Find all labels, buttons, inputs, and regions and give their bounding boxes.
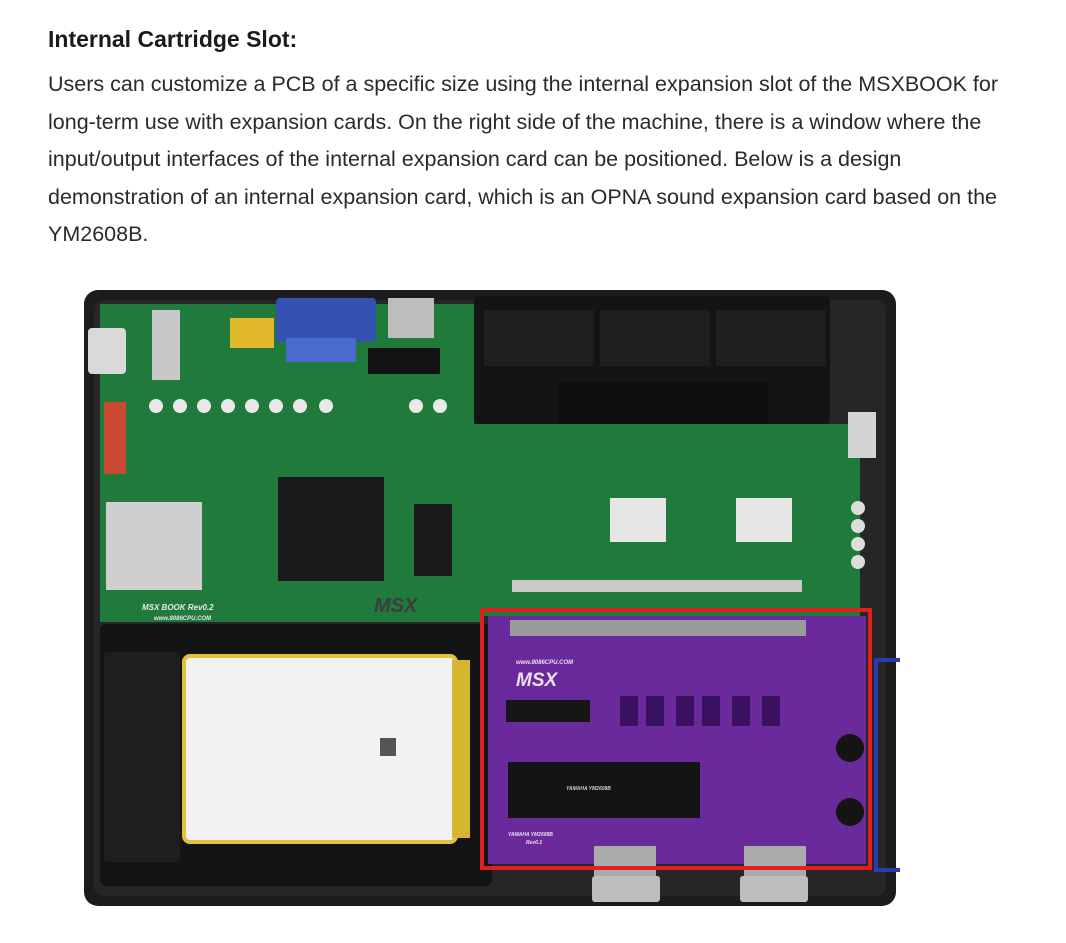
card-logo: MSX — [516, 670, 559, 691]
card-rev: Rev0.1 — [526, 840, 542, 846]
article: Internal Cartridge Slot: Users can custo… — [48, 22, 1038, 254]
io-window-highlight-box — [874, 658, 900, 872]
chip-label: YAMAHA YM2608B — [566, 786, 611, 792]
mainboard: MSX MSX BOOK Rev0.2 www.8086CPU.COM — [88, 298, 876, 622]
section-paragraph: Users can customize a PCB of a specific … — [48, 72, 999, 246]
card-label: YAMAHA YM2608B — [508, 832, 553, 838]
card-highlight-box — [480, 608, 872, 870]
mainboard-logo: MSX — [374, 595, 419, 617]
section-heading: Internal Cartridge Slot: — [48, 26, 298, 52]
msxbook-internal-photo: MSX MSX BOOK Rev0.2 www.8086CPU.COM www.… — [80, 282, 900, 910]
card-url: www.8086CPU.COM — [516, 660, 574, 666]
mainboard-label: MSX BOOK Rev0.2 — [142, 603, 214, 612]
mainboard-url: www.8086CPU.COM — [154, 616, 212, 622]
opna-expansion-card: www.8086CPU.COM MSX YAMAHA YM2608B YAMAH… — [488, 616, 866, 876]
